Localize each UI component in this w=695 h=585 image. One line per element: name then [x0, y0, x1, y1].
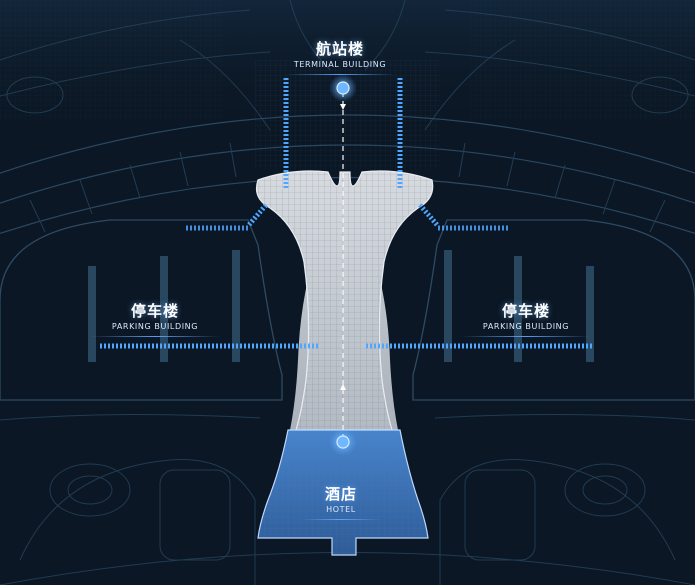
- label-parking-right-zh: 停车楼: [501, 302, 550, 320]
- hotel-node: [329, 428, 357, 456]
- label-underline: [301, 519, 381, 520]
- label-underline: [90, 336, 220, 337]
- label-terminal-building: 航站楼 TERMINAL BUILDING: [270, 40, 410, 75]
- label-parking-right-en: PARKING BUILDING: [482, 322, 570, 331]
- label-underline: [285, 74, 395, 75]
- lower-area-outlines: [0, 413, 695, 585]
- parking-columns: [88, 250, 594, 362]
- label-parking-building-left: 停车楼 PARKING BUILDING: [85, 302, 225, 337]
- walkway-line: [340, 92, 346, 440]
- parking-outline-right: [412, 219, 695, 401]
- label-parking-left-en: PARKING BUILDING: [111, 322, 199, 331]
- label-parking-left-zh: 停车楼: [130, 302, 179, 320]
- label-parking-building-right: 停车楼 PARKING BUILDING: [456, 302, 596, 337]
- label-terminal-zh: 航站楼: [315, 40, 364, 58]
- terminal-body: [255, 170, 434, 431]
- label-underline: [461, 336, 591, 337]
- label-hotel-zh: 酒店: [324, 485, 357, 503]
- terminal-node: [329, 74, 357, 102]
- label-hotel-en: HOTEL: [326, 505, 356, 514]
- route-connectors: [100, 78, 594, 349]
- road-dividers: [29, 142, 666, 233]
- hotel-block: [257, 429, 429, 556]
- parking-outline-left: [0, 219, 283, 401]
- label-hotel: 酒店 HOTEL: [291, 485, 391, 520]
- label-terminal-en: TERMINAL BUILDING: [293, 60, 387, 69]
